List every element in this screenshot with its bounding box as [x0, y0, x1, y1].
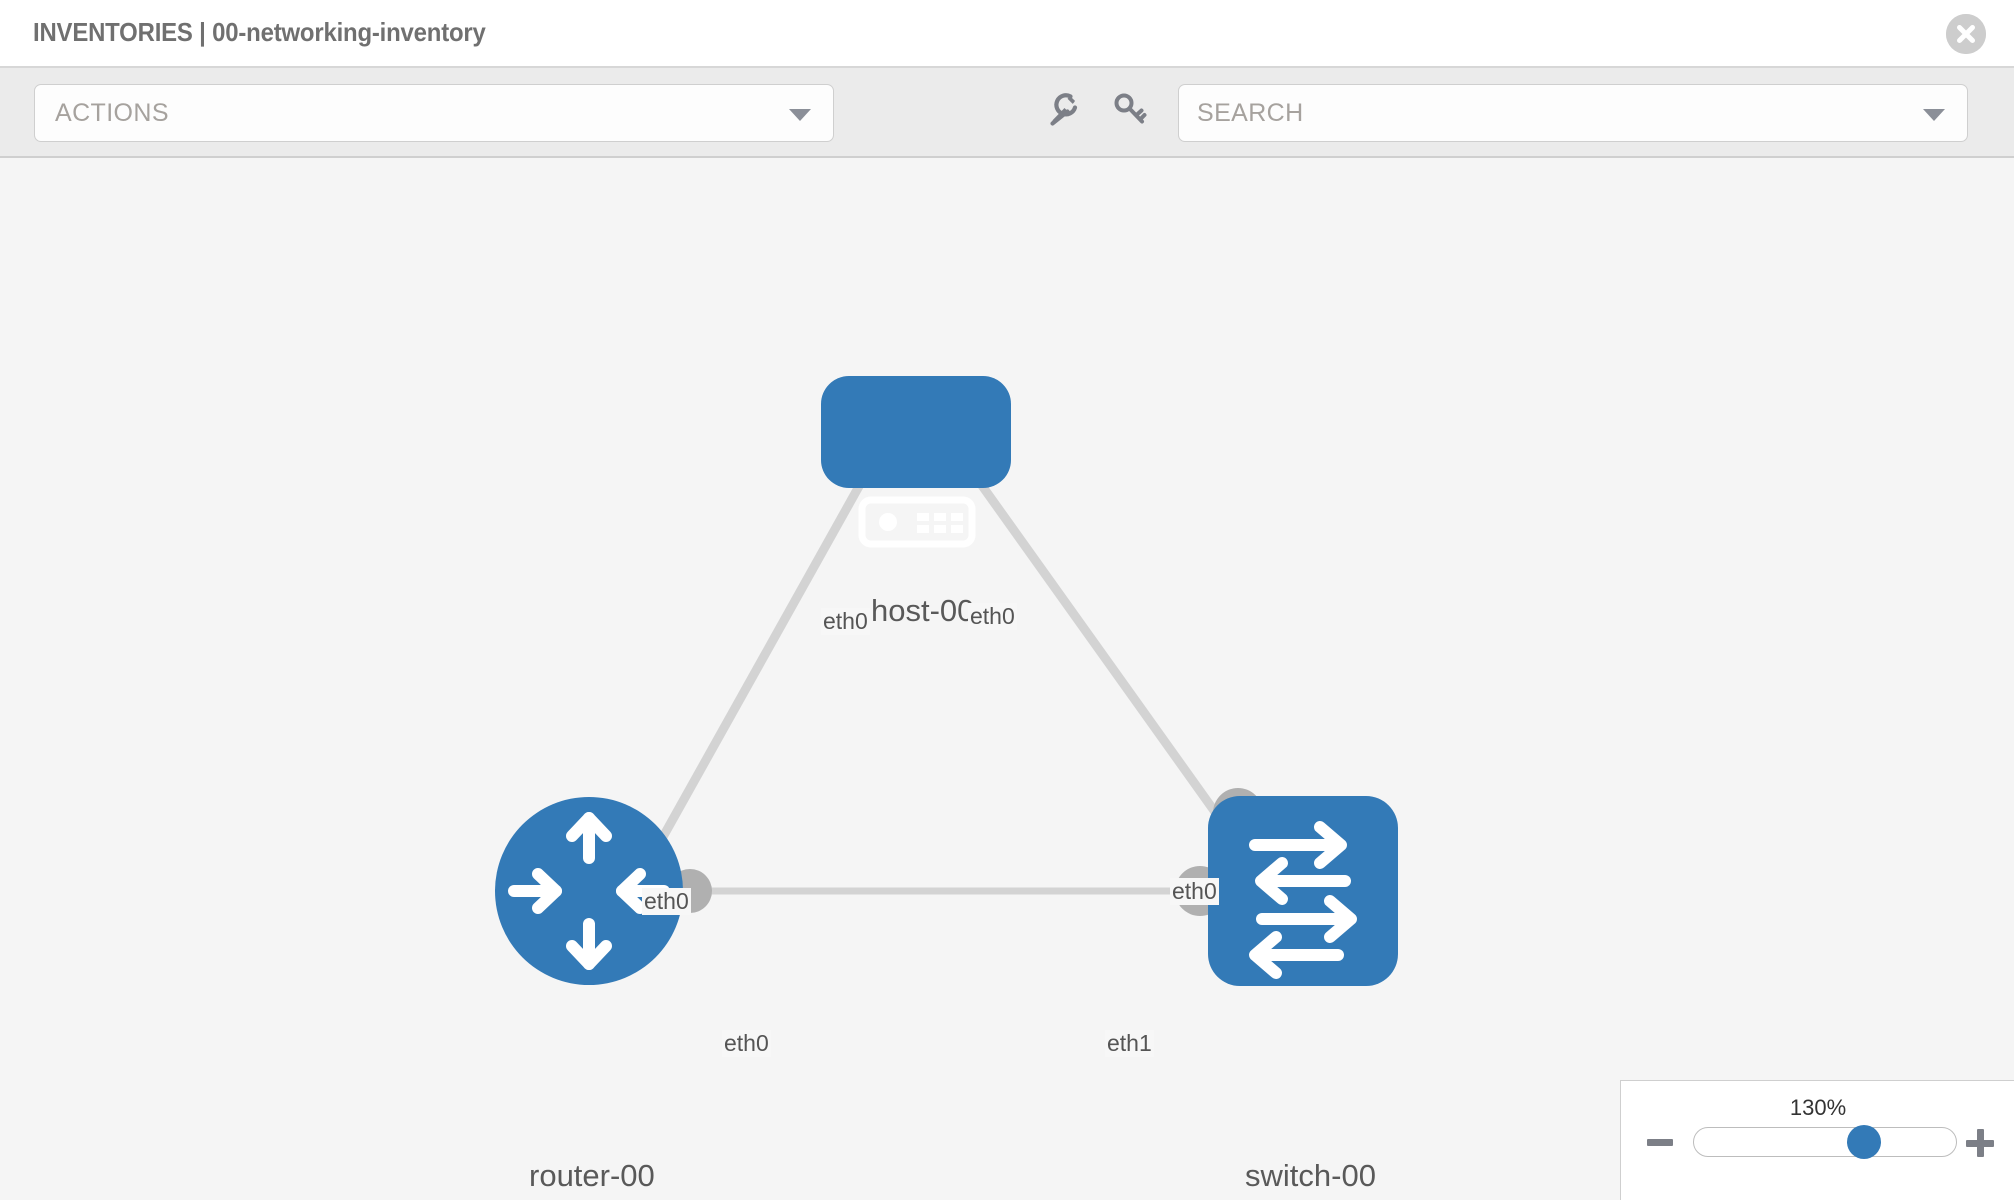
topology-canvas[interactable]: host-00 router-00 switch-00 eth0 eth0 et… — [0, 158, 2014, 1200]
zoom-level-value: 130% — [1789, 1095, 1847, 1120]
interface-label: eth0 — [642, 888, 691, 915]
topology-graph — [495, 376, 1398, 986]
node-router-00 — [495, 797, 683, 985]
chevron-down-icon — [1923, 109, 1945, 121]
zoom-slider-thumb[interactable] — [1847, 1125, 1881, 1159]
actions-dropdown-label: ACTIONS — [55, 99, 169, 127]
wrench-icon[interactable] — [1040, 88, 1084, 132]
zoom-control-panel: 130% — [1620, 1080, 2014, 1200]
minus-icon[interactable] — [1647, 1139, 1673, 1146]
zoom-slider[interactable] — [1693, 1127, 1957, 1157]
node-switch-00 — [1208, 796, 1398, 986]
search-input[interactable]: SEARCH — [1178, 84, 1968, 142]
link-host00-switch00 — [944, 435, 1259, 871]
node-label-router-00: router-00 — [527, 1158, 657, 1194]
interface-label: eth0 — [821, 608, 870, 635]
node-host-00 — [821, 376, 1011, 548]
node-label-switch-00: switch-00 — [1243, 1158, 1378, 1194]
page-title: INVENTORIES | 00-networking-inventory — [33, 17, 486, 47]
close-icon[interactable] — [1946, 14, 1986, 54]
interface-label: eth0 — [968, 603, 1017, 630]
topology-links — [636, 435, 1259, 895]
plus-icon[interactable] — [1966, 1129, 1994, 1157]
link-host00-router00 — [636, 435, 890, 881]
search-placeholder: SEARCH — [1197, 99, 1304, 127]
node-label-host-00: host-00 — [869, 593, 977, 629]
interface-label: eth0 — [722, 1030, 771, 1057]
key-icon[interactable] — [1108, 88, 1152, 132]
app-header: INVENTORIES | 00-networking-inventory — [0, 0, 2014, 68]
interface-label: eth0 — [1170, 878, 1219, 905]
interface-label: eth1 — [1105, 1030, 1154, 1057]
actions-dropdown[interactable]: ACTIONS — [34, 84, 834, 142]
chevron-down-icon — [789, 109, 811, 121]
